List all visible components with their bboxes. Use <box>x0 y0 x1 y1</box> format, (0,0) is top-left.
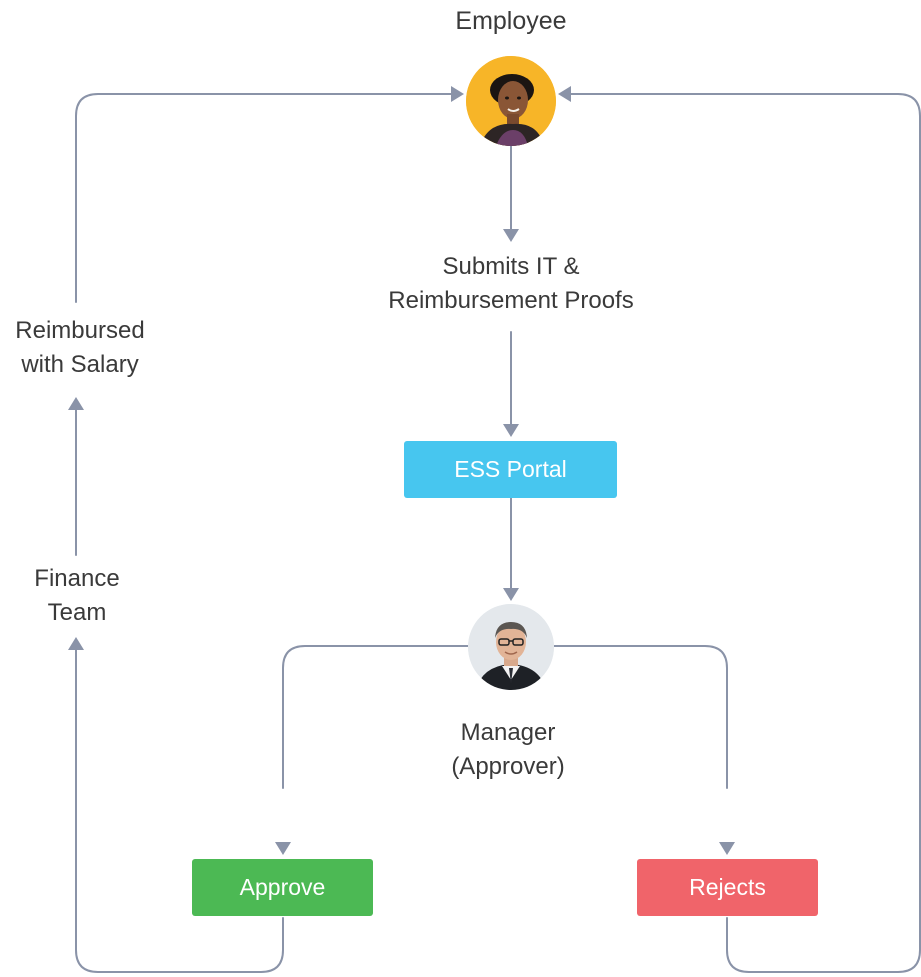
arrowhead-finance <box>68 637 84 650</box>
ess-portal-label: ESS Portal <box>454 456 567 482</box>
arrowhead-manager <box>503 588 519 601</box>
approve-label: Approve <box>239 874 326 900</box>
employee-avatar-icon <box>466 56 556 146</box>
arrowhead-submits <box>503 229 519 242</box>
rejects-box: Rejects <box>637 859 818 916</box>
employee-label: Employee <box>455 7 567 35</box>
arrowhead-rejects <box>719 842 735 855</box>
submits-proofs-label: Submits IT & Reimbursement Proofs <box>388 253 634 314</box>
reimbursed-salary-label: Reimbursed with Salary <box>15 317 145 378</box>
finance-team-label: Finance Team <box>34 565 120 626</box>
arrowhead-employee-right <box>558 86 571 102</box>
rejects-label: Rejects <box>689 874 766 900</box>
manager-label: Manager (Approver) <box>451 719 565 780</box>
arrowhead-approve <box>275 842 291 855</box>
connector-reimbursed-employee <box>75 93 453 303</box>
ess-portal-box: ESS Portal <box>404 441 617 498</box>
manager-avatar-icon <box>468 604 554 690</box>
arrowhead-reimbursed <box>68 397 84 410</box>
arrowhead-portal <box>503 424 519 437</box>
arrowhead-employee-left <box>451 86 464 102</box>
approve-box: Approve <box>192 859 373 916</box>
connector-manager-rejects <box>553 645 728 789</box>
connector-manager-approve <box>282 645 469 789</box>
connector-rejects-employee <box>569 93 921 973</box>
connector-approve-finance <box>75 649 284 973</box>
